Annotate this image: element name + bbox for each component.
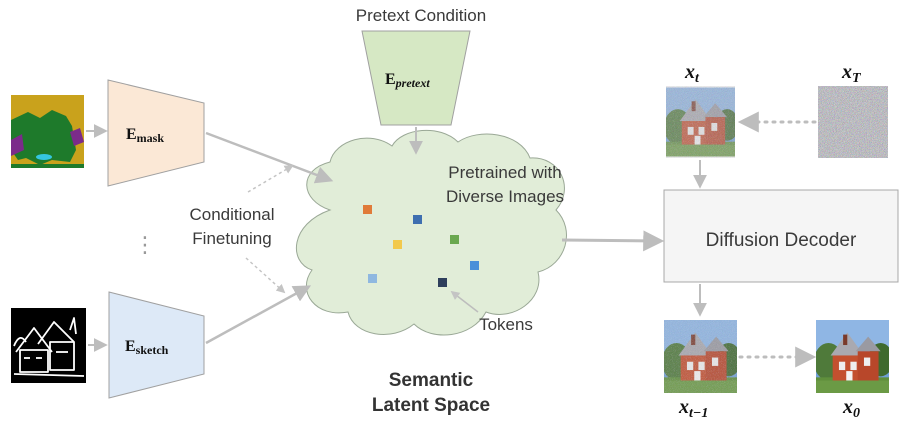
mask-encoder-base: E <box>126 126 137 143</box>
semantic-label-line2: Latent Space <box>372 395 490 416</box>
diffusion-decoder-box: Diffusion Decoder <box>663 189 899 283</box>
semantic-latent-space-cloud <box>296 129 567 336</box>
pretext-encoder-base: E <box>385 71 396 88</box>
sketch-input-image <box>11 308 86 383</box>
svg-text:Emask: Emask <box>126 126 164 145</box>
token-navy <box>438 278 447 287</box>
sketch-encoder-sub: sketch <box>136 343 169 357</box>
x-T-label: xT <box>841 61 862 86</box>
token-green <box>450 235 459 244</box>
x-t-noisy-image <box>666 86 735 158</box>
x-t-minus-1-image <box>664 320 737 393</box>
sketch-encoder: Esketch <box>108 291 205 399</box>
mask-encoder: Emask <box>107 79 205 187</box>
pretrained-label-line1: Pretrained with <box>448 163 561 182</box>
pretext-encoder-sub: pretext <box>395 76 431 90</box>
tokens-label: Tokens <box>479 315 533 334</box>
finetune-dashed-arrow-up <box>247 165 294 193</box>
x-T-noise-image <box>818 86 888 158</box>
x-0-label: x0 <box>842 396 860 421</box>
conditional-label-line2: Finetuning <box>192 229 271 248</box>
mask-encoder-to-latent-arrow <box>205 131 334 184</box>
token-paleblue <box>368 274 377 283</box>
latent-to-decoder-arrow <box>561 230 665 252</box>
token-lightblue <box>470 261 479 270</box>
semantic-label-line1: Semantic <box>389 370 474 391</box>
x-0-clean-image <box>816 320 889 393</box>
svg-text:Epretext: Epretext <box>385 71 430 90</box>
token-blue <box>413 215 422 224</box>
tokens-pointer-arrow <box>450 290 479 313</box>
x-t-label: xt <box>684 61 700 86</box>
pretext-condition-label: Pretext Condition <box>356 6 486 25</box>
sketch-encoder-to-latent-arrow <box>205 285 312 345</box>
mask-encoder-sub: mask <box>137 131 165 145</box>
svg-text:Esketch: Esketch <box>125 338 169 357</box>
token-orange <box>363 205 372 214</box>
finetune-dashed-arrow-down <box>245 257 286 294</box>
vertical-ellipsis: ⋮ <box>134 232 156 257</box>
mask-input-image <box>11 95 84 168</box>
pretext-encoder: Epretext <box>361 30 471 126</box>
sketch-encoder-base: E <box>125 338 136 355</box>
x-t-minus-1-label: xt−1 <box>678 396 708 421</box>
pretrained-label-line2: Diverse Images <box>446 187 564 206</box>
token-yellow <box>393 240 402 249</box>
diffusion-decoder-label: Diffusion Decoder <box>706 230 857 251</box>
conditional-label-line1: Conditional <box>189 205 274 224</box>
